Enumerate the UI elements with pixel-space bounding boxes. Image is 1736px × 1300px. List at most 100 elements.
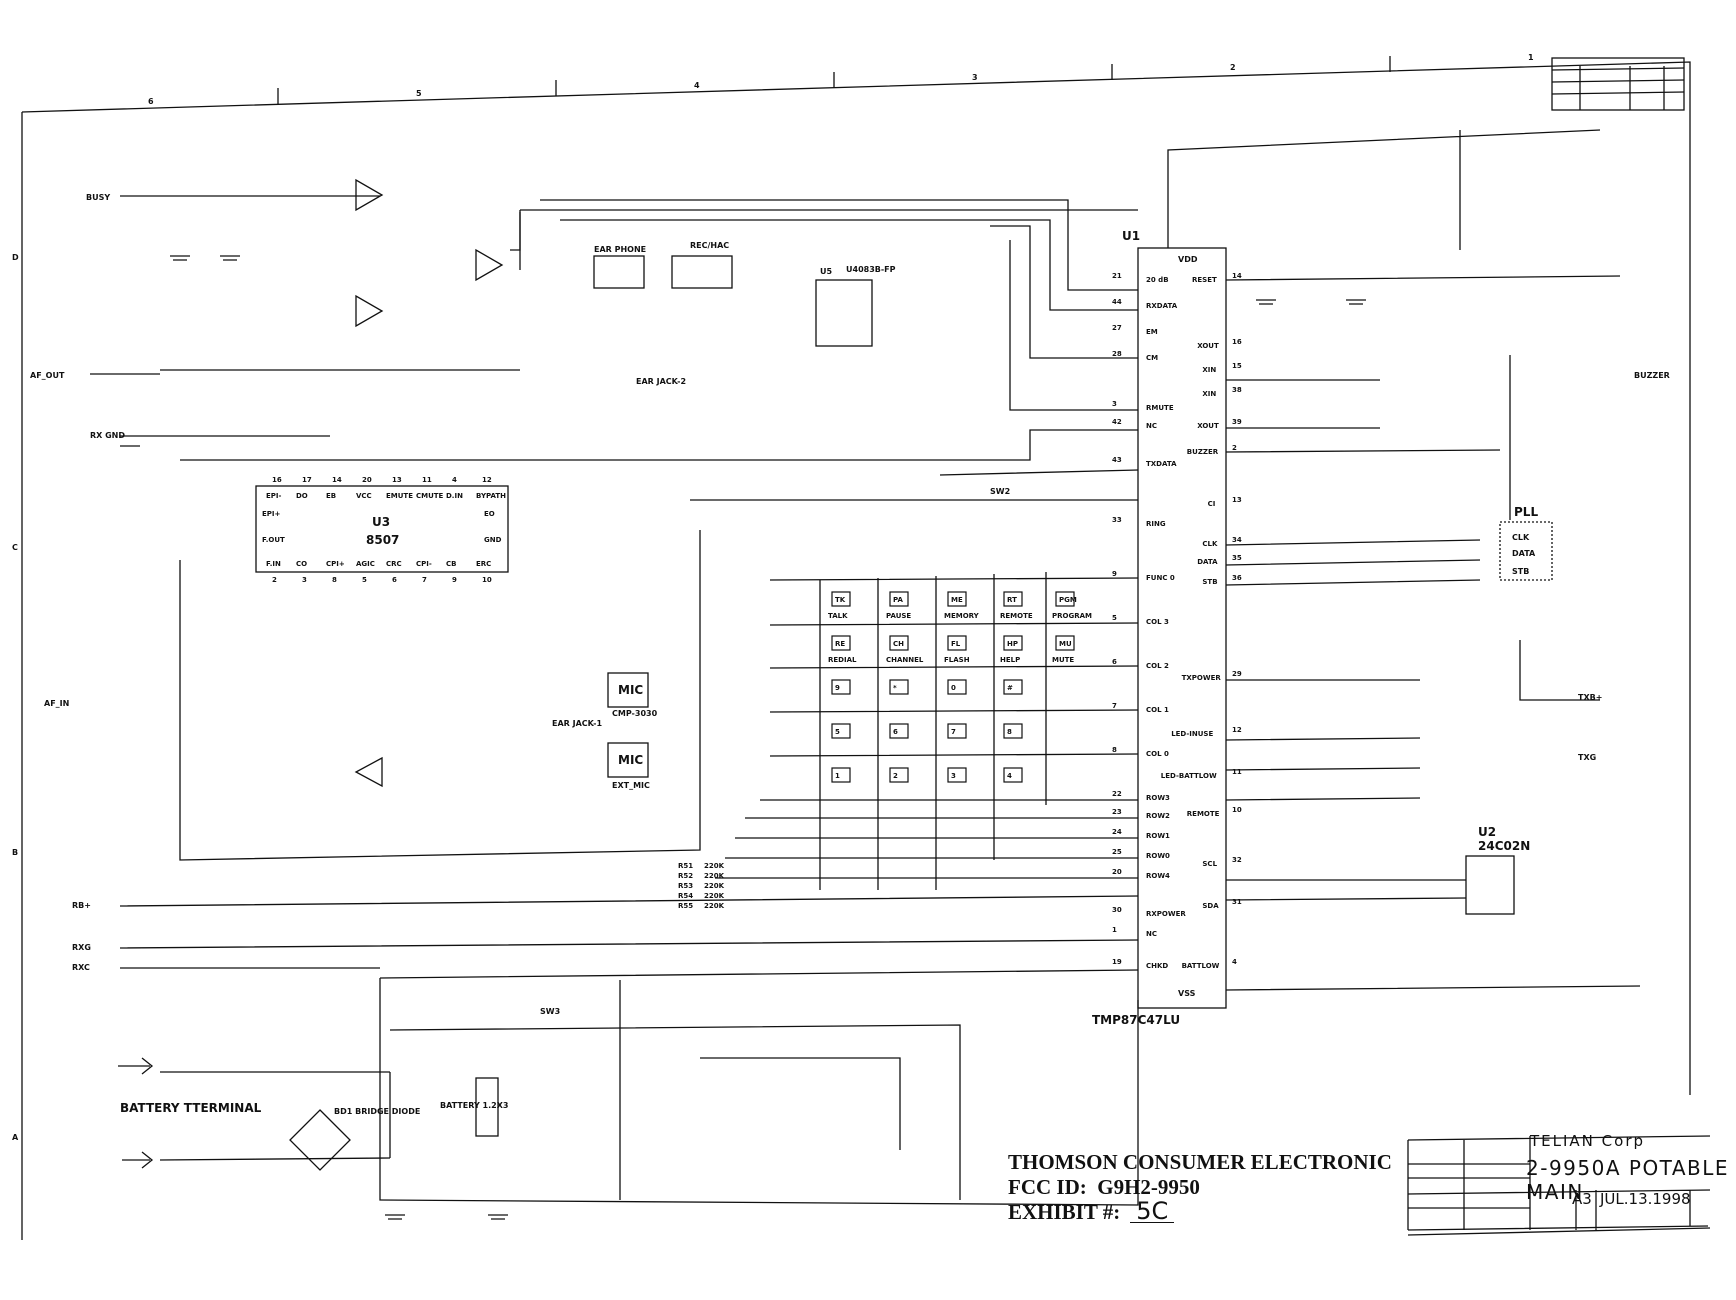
battery-terminal-label: BATTERY TTERMINAL xyxy=(120,1101,262,1115)
u1-pin-number: 13 xyxy=(1232,496,1242,504)
u1-pin-number: 30 xyxy=(1112,906,1122,914)
u1-pin-number: 12 xyxy=(1232,726,1242,734)
pll-box xyxy=(1499,521,1553,581)
keypad-key-code: PA xyxy=(893,596,903,604)
ear-phone-label: EAR PHONE xyxy=(594,245,646,254)
u1-ref: U1 xyxy=(1122,229,1140,243)
u3-pin-name: GND xyxy=(484,536,502,544)
sw2-label: SW2 xyxy=(990,487,1010,496)
u1-pin-name: TXPOWER xyxy=(1182,674,1222,682)
u1-pin-name: XOUT xyxy=(1197,342,1219,350)
keypad-key xyxy=(947,723,967,739)
u1-pin-name: EM xyxy=(1146,328,1158,336)
keypad-key-code: FL xyxy=(951,640,961,648)
u3-pin-name: F.IN xyxy=(266,560,281,568)
keypad-key-code: 8 xyxy=(1007,728,1012,736)
keypad-key xyxy=(831,767,851,783)
frame-bottom xyxy=(1407,1227,1711,1236)
resistor-ref: R51 xyxy=(678,862,693,870)
u3-pin-name: CO xyxy=(296,560,307,568)
title-size: A3 xyxy=(1572,1190,1592,1208)
u1-pin-name: DATA xyxy=(1197,558,1218,566)
u1-pin-name: CHKD xyxy=(1146,962,1168,970)
resistor-ref: R55 xyxy=(678,902,693,910)
u1-pin-number: 6 xyxy=(1112,658,1117,666)
u3-pin-name: D.IN xyxy=(446,492,463,500)
keypad-key-code: RE xyxy=(835,640,845,648)
u1-pin-number: 27 xyxy=(1112,324,1122,332)
u1-pin-name: ROW2 xyxy=(1146,812,1170,820)
u1-pin-number: 25 xyxy=(1112,848,1122,856)
rxg-label: RXG xyxy=(72,943,91,952)
keypad-key-code: 1 xyxy=(835,772,840,780)
u4d-opamp xyxy=(354,756,383,788)
revision-block xyxy=(1551,57,1685,111)
ear-jack-1-label: EAR JACK-1 xyxy=(552,719,602,728)
ear-phone-speaker xyxy=(593,255,645,289)
battery-label: BATTERY 1.2X3 xyxy=(440,1101,508,1110)
keypad-key-code: MU xyxy=(1059,640,1072,648)
keypad-key xyxy=(831,723,851,739)
u1-pin-number: 4 xyxy=(1232,958,1237,966)
arrow-icon xyxy=(118,1057,154,1075)
keypad-key xyxy=(831,679,851,695)
u3-pin-number: 7 xyxy=(422,576,427,584)
u1-pin-number: 22 xyxy=(1112,790,1122,798)
u1-pin-name: COL 1 xyxy=(1146,706,1169,714)
pll-data: DATA xyxy=(1512,549,1536,558)
keypad-key-code: 2 xyxy=(893,772,898,780)
stamp-fcc: FCC ID: G9H2-9950 xyxy=(1008,1175,1392,1200)
grid-row-B: B xyxy=(12,848,18,857)
u3-pin-name: F.OUT xyxy=(262,536,285,544)
u3-pin-number: 10 xyxy=(482,576,492,584)
keypad-key-label: HELP xyxy=(1000,656,1020,664)
u3-pin-number: 6 xyxy=(392,576,397,584)
u3-pin-name: CMUTE xyxy=(416,492,444,500)
u4c-opamp xyxy=(475,248,504,282)
u1-pin-number: 3 xyxy=(1112,400,1117,408)
rb-plus-label: RB+ xyxy=(72,901,91,910)
keypad-key-label: FLASH xyxy=(944,656,970,664)
battery-pack xyxy=(475,1077,499,1137)
grid-col-5: 5 xyxy=(416,89,422,98)
u1-pin-name: RESET xyxy=(1192,276,1217,284)
u1-pin-name: COL 0 xyxy=(1146,750,1169,758)
pll-clk: CLK xyxy=(1512,533,1530,542)
keypad-key xyxy=(947,635,967,651)
u3-pin-number: 11 xyxy=(422,476,432,484)
frame-top-right xyxy=(21,61,1691,1095)
mic2-label: MIC xyxy=(618,753,643,767)
arrow-icon xyxy=(122,1151,154,1169)
u1-pin-number: 19 xyxy=(1112,958,1122,966)
u3-pin-name: AGIC xyxy=(356,560,375,568)
u1-pin-number: 16 xyxy=(1232,338,1242,346)
u1-pin-name: LED-INUSE xyxy=(1171,730,1213,738)
u3-pin-name: CRC xyxy=(386,560,402,568)
grid-row-A: A xyxy=(12,1133,19,1142)
u3-pin-number: 14 xyxy=(332,476,342,484)
u1-pin-number: 24 xyxy=(1112,828,1122,836)
keypad-key xyxy=(947,679,967,695)
grid-col-4: 4 xyxy=(694,81,700,90)
u3-pin-name: DO xyxy=(296,492,308,500)
u1-pin-number: 28 xyxy=(1112,350,1122,358)
u2-body xyxy=(1465,855,1515,915)
misc-labels: U1 TMP87C47LU VDD VSS U3 8507 U5 U4083B-… xyxy=(30,193,1670,1116)
stamp-exhibit: EXHIBIT #:5C xyxy=(1008,1199,1392,1225)
u4a-opamp xyxy=(355,178,384,212)
u1-pin-number: 5 xyxy=(1112,614,1117,622)
u1-pin-number: 10 xyxy=(1232,806,1242,814)
u4b-opamp xyxy=(355,294,384,328)
keypad-key xyxy=(947,767,967,783)
u1-pin-number: 39 xyxy=(1232,418,1242,426)
grid-col-6: 6 xyxy=(148,97,154,106)
u5-ref: U5 xyxy=(820,267,832,276)
busy-label: BUSY xyxy=(86,193,110,202)
u3-pin-name: EMUTE xyxy=(386,492,413,500)
fcc-id: G9H2-9950 xyxy=(1097,1175,1200,1199)
keypad-key-code: 6 xyxy=(893,728,898,736)
title-drawing: 2-9950A POTABLE MAIN xyxy=(1526,1156,1730,1204)
u1-pin-labels: 20 dB21RXDATA44EM27CM28RMUTE3NC42TXDATA4… xyxy=(1112,272,1242,970)
fcc-stamp: THOMSON CONSUMER ELECTRONIC FCC ID: G9H2… xyxy=(1008,1150,1392,1225)
